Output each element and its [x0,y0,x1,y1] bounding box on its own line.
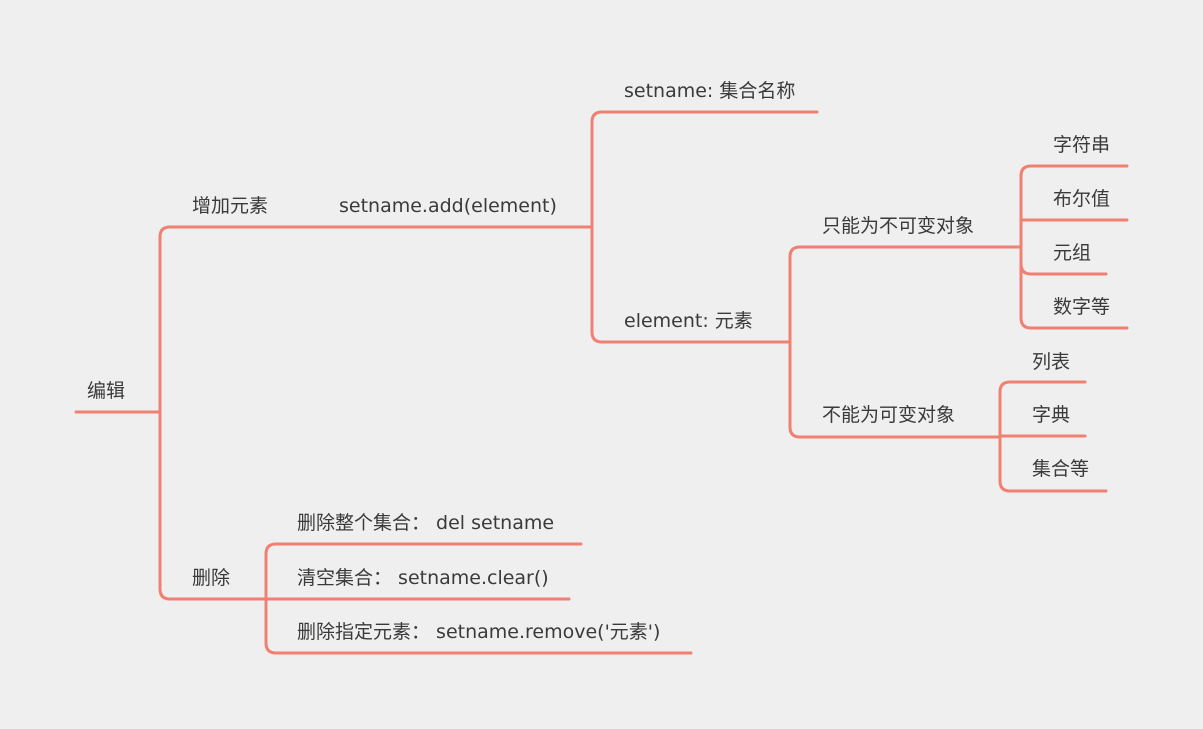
immutable-item-bool[interactable]: 布尔值 [1053,188,1111,210]
immutable-item-tuple[interactable]: 元组 [1053,242,1092,264]
mutable-item-dict[interactable]: 字典 [1032,404,1071,426]
delete-item-del[interactable]: 删除整个集合： del setname [297,512,555,534]
element-node[interactable]: element: 元素 [624,310,753,332]
setname-node[interactable]: setname: 集合名称 [624,80,796,102]
delete-item-clear[interactable]: 清空集合： setname.clear() [297,567,549,589]
delete-node[interactable]: 删除 [192,567,231,589]
immutable-spine [1019,164,1129,330]
mutable-node[interactable]: 不能为可变对象 [822,404,956,426]
immutable-node[interactable]: 只能为不可变对象 [822,215,975,237]
mutable-item-set[interactable]: 集合等 [1032,458,1090,480]
delete-item-remove[interactable]: 删除指定元素： setname.remove('元素') [297,621,661,643]
root-node[interactable]: 编辑 [87,380,126,402]
delete-spine [264,542,693,655]
add-syntax-node[interactable]: setname.add(element) [339,195,557,217]
mutable-item-list[interactable]: 列表 [1032,351,1071,373]
add-node[interactable]: 增加元素 [192,195,269,217]
immutable-item-string[interactable]: 字符串 [1053,134,1111,156]
syntax-spine [590,110,819,344]
immutable-item-number[interactable]: 数字等 [1053,296,1111,318]
element-spine [788,245,1023,439]
mutable-spine [998,380,1108,493]
root-spine [158,225,290,601]
